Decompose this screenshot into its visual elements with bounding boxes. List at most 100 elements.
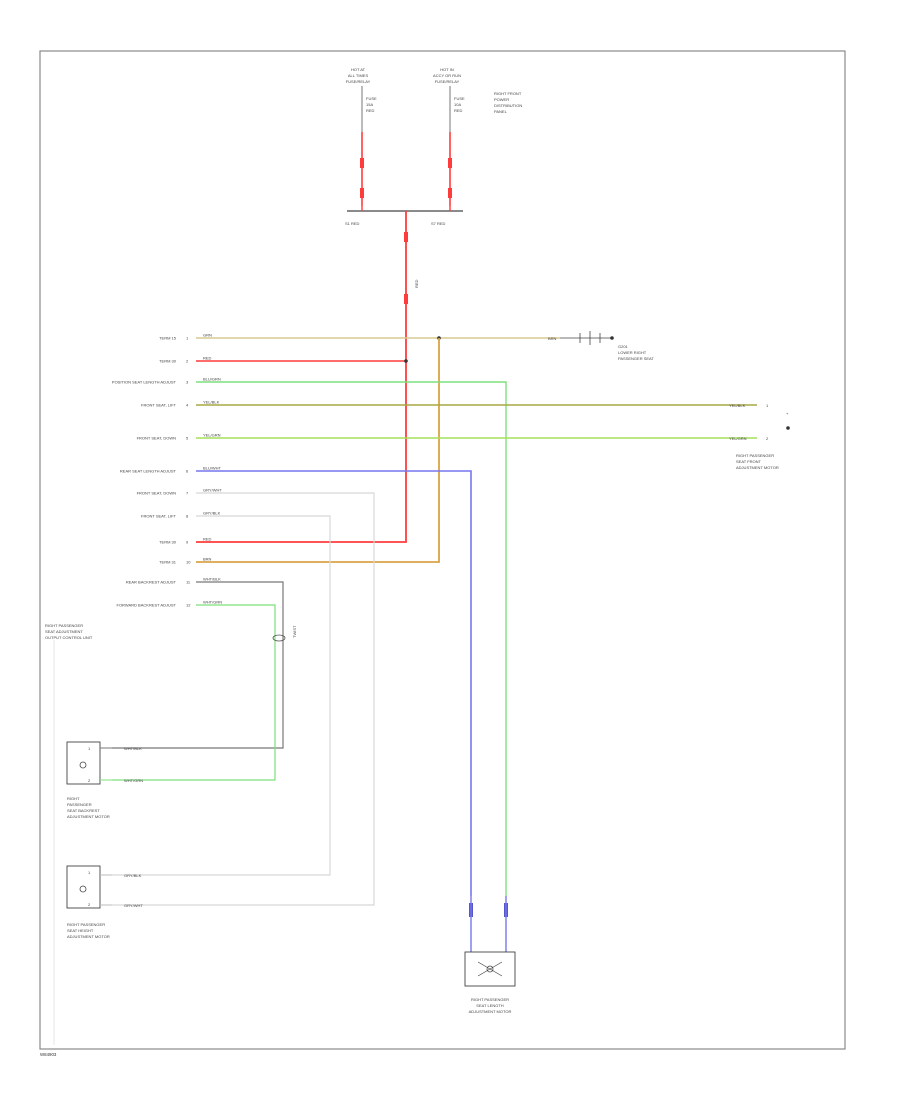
pin-label: TERM 30	[159, 359, 177, 364]
pin-wire-color: YEL/GRN	[203, 433, 221, 438]
fuse-left-text-1: FUSE	[366, 96, 377, 101]
pin-row: FRONT SEAT, DOWN 5 YEL/GRN	[137, 433, 221, 441]
length-label-3: ADJUSTMENT MOTOR	[469, 1009, 512, 1014]
tilt-motor-symbol	[786, 426, 790, 430]
pin-number: 7	[186, 491, 189, 496]
pin-wire-color: GRY/WHT	[203, 488, 222, 493]
pin-row: FORWARD BACKREST ADJUST 12 WHT/GRN	[117, 600, 223, 608]
backrest-motor-box	[66, 741, 101, 785]
length-label-2: SEAT LENGTH	[476, 1003, 504, 1008]
tilt-label-2: SEAT FRONT	[736, 459, 762, 464]
splice-left-label: S1 RED	[345, 221, 360, 226]
pin-label: TERM 15	[159, 336, 177, 341]
main-wire-label: RED	[414, 279, 419, 288]
pin-number: 9	[186, 540, 189, 545]
tilt-pin-b: 2	[766, 436, 769, 441]
fuse-right-note-1: RIGHT FRONT	[494, 91, 522, 96]
pin-wire-color: BLU/WHT	[203, 466, 222, 471]
control-unit-label-2: SEAT ADJUSTMENT	[45, 629, 83, 634]
height-wire-a: GRY/BLK	[124, 873, 142, 878]
fuse-left-element	[360, 158, 364, 168]
pin-number: 11	[186, 580, 191, 585]
pin-number: 1	[186, 336, 189, 341]
height-label-2: SEAT HEIGHT	[67, 928, 94, 933]
backrest-pin-a: 1	[88, 746, 91, 751]
fuse-left-label-1: HOT AT	[351, 67, 366, 72]
wire-pin7-grywht	[112, 492, 375, 906]
fuse-left-text-3: RED	[366, 108, 375, 113]
ground-g201: BRN G201 LOWER RIGHT PASSENGER SEAT	[548, 331, 654, 361]
fuse-left-label-3: FUSE/RELAY	[346, 79, 371, 84]
pin-wire-color: BRN	[203, 557, 212, 562]
backrest-wire-b: WHT/GRN	[124, 778, 143, 783]
height-motor: 1 2 GRY/BLK GRY/WHT RIGHT PASSENGER SEAT…	[66, 865, 143, 939]
ground-symbol	[610, 336, 614, 340]
fuse-right-text-2: 10A	[454, 102, 461, 107]
fuse-section: HOT AT ALL TIMES FUSE/RELAY FUSE 15A RED…	[345, 67, 522, 288]
pin-number: 10	[186, 560, 191, 565]
wire-pin3-blugrn	[196, 381, 507, 896]
length-motor-symbol	[486, 965, 494, 973]
backrest-label-4: ADJUSTMENT MOTOR	[67, 814, 110, 819]
pin-label: POSITION SEAT LENGTH ADJUST	[112, 380, 177, 385]
pin-number: 2	[186, 359, 189, 364]
pin-number: 8	[186, 514, 189, 519]
height-wire-b: GRY/WHT	[124, 903, 143, 908]
fuse-left-element-lower	[360, 188, 364, 198]
height-label-1: RIGHT PASSENGER	[67, 922, 105, 927]
wire-pin11-whtblk	[112, 581, 284, 749]
fuse-right-element	[448, 158, 452, 168]
pin-row: TERM 30 9 RED	[159, 537, 211, 545]
diagram-code: W84903	[40, 1052, 57, 1057]
fuse-right-element-lower	[448, 188, 452, 198]
diagram-frame	[39, 50, 846, 1050]
wires: TWIST	[53, 211, 757, 1045]
control-unit: RIGHT PASSENGER SEAT ADJUSTMENT OUTPUT C…	[45, 623, 93, 640]
backrest-motor-symbol	[79, 761, 87, 769]
pin-wire-color: WHT/GRN	[203, 600, 222, 605]
height-motor-symbol	[79, 885, 87, 893]
pin-label: FRONT SEAT, DOWN	[137, 436, 177, 441]
pin-label: FRONT SEAT, LIFT	[141, 514, 177, 519]
wire-term30-red	[196, 211, 407, 543]
pin-wire-color: GRN	[203, 333, 212, 338]
ground-label-2: LOWER RIGHT	[618, 350, 647, 355]
tilt-wire-a: YEL/BLK	[729, 403, 746, 408]
height-pin-b: 2	[88, 902, 91, 907]
fuse-right-note-4: PANEL	[494, 109, 508, 114]
tilt-label-1: RIGHT PASSENGER	[736, 453, 774, 458]
backrest-pin-b: 2	[88, 778, 91, 783]
tilt-pin-a: 1	[766, 403, 769, 408]
fuse-left-text-2: 15A	[366, 102, 373, 107]
pin-number: 3	[186, 380, 189, 385]
pin-wire-color: WHT/BLK	[203, 577, 221, 582]
ground-label-3: PASSENGER SEAT	[618, 356, 654, 361]
control-unit-label-3: OUTPUT CONTROL UNIT	[45, 635, 93, 640]
pin-label: TERM 30	[159, 540, 177, 545]
wire-pin12-whtgrn	[112, 604, 276, 781]
fuse-right-text-1: FUSE	[454, 96, 465, 101]
backrest-motor: 1 2 WHT/BLK WHT/GRN RIGHT PASSENGER SEAT…	[66, 741, 143, 819]
tilt-terminal-a: +	[786, 411, 789, 416]
backrest-label-1: RIGHT	[67, 796, 80, 801]
pin-wire-color: RED	[203, 537, 212, 542]
pin-number: 12	[186, 603, 191, 608]
ground-label-1: G201	[618, 344, 629, 349]
control-unit-label-1: RIGHT PASSENGER	[45, 623, 83, 628]
tilt-wire-b: YEL/GRN	[729, 436, 747, 441]
tilt-label-3: ADJUSTMENT MOTOR	[736, 465, 779, 470]
pin-label: FORWARD BACKREST ADJUST	[117, 603, 177, 608]
backrest-wire-a: WHT/BLK	[124, 746, 142, 751]
fuse-right-label-3: FUSE/RELAY	[435, 79, 460, 84]
pin-number: 5	[186, 436, 189, 441]
pin-wire-color: BLU/GRN	[203, 377, 221, 382]
pin-label: FRONT SEAT, LIFT	[141, 403, 177, 408]
